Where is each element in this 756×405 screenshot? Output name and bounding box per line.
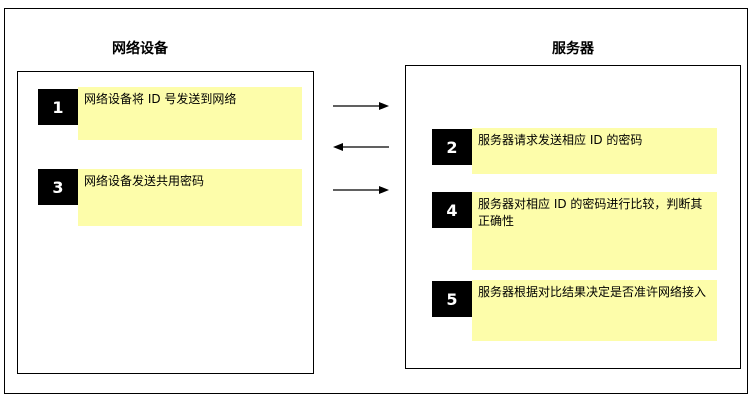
step-2: 2 — [432, 129, 472, 165]
arrow-right-step-1 — [333, 102, 389, 110]
step-3: 3 — [38, 169, 78, 205]
network-device-title: 网络设备 — [112, 41, 168, 57]
step-1-number: 1 — [38, 89, 78, 125]
step-2-text: 服务器请求发送相应 ID 的密码 — [472, 128, 717, 174]
step-4-number: 4 — [432, 192, 472, 228]
step-3-number: 3 — [38, 169, 78, 205]
step-5: 5 — [432, 281, 472, 317]
step-1-text: 网络设备将 ID 号发送到网络 — [78, 87, 302, 140]
step-2-number: 2 — [432, 129, 472, 165]
server-title: 服务器 — [552, 41, 594, 57]
arrow-left-step-2 — [333, 143, 389, 151]
step-5-text: 服务器根据对比结果决定是否准许网络接入 — [472, 280, 717, 341]
arrow-right-step-3 — [333, 186, 389, 194]
step-5-number: 5 — [432, 281, 472, 317]
step-1: 1 — [38, 89, 78, 125]
step-4-text: 服务器对相应 ID 的密码进行比较，判断其正确性 — [472, 192, 717, 270]
step-3-text: 网络设备发送共用密码 — [78, 169, 302, 226]
step-4: 4 — [432, 192, 472, 228]
